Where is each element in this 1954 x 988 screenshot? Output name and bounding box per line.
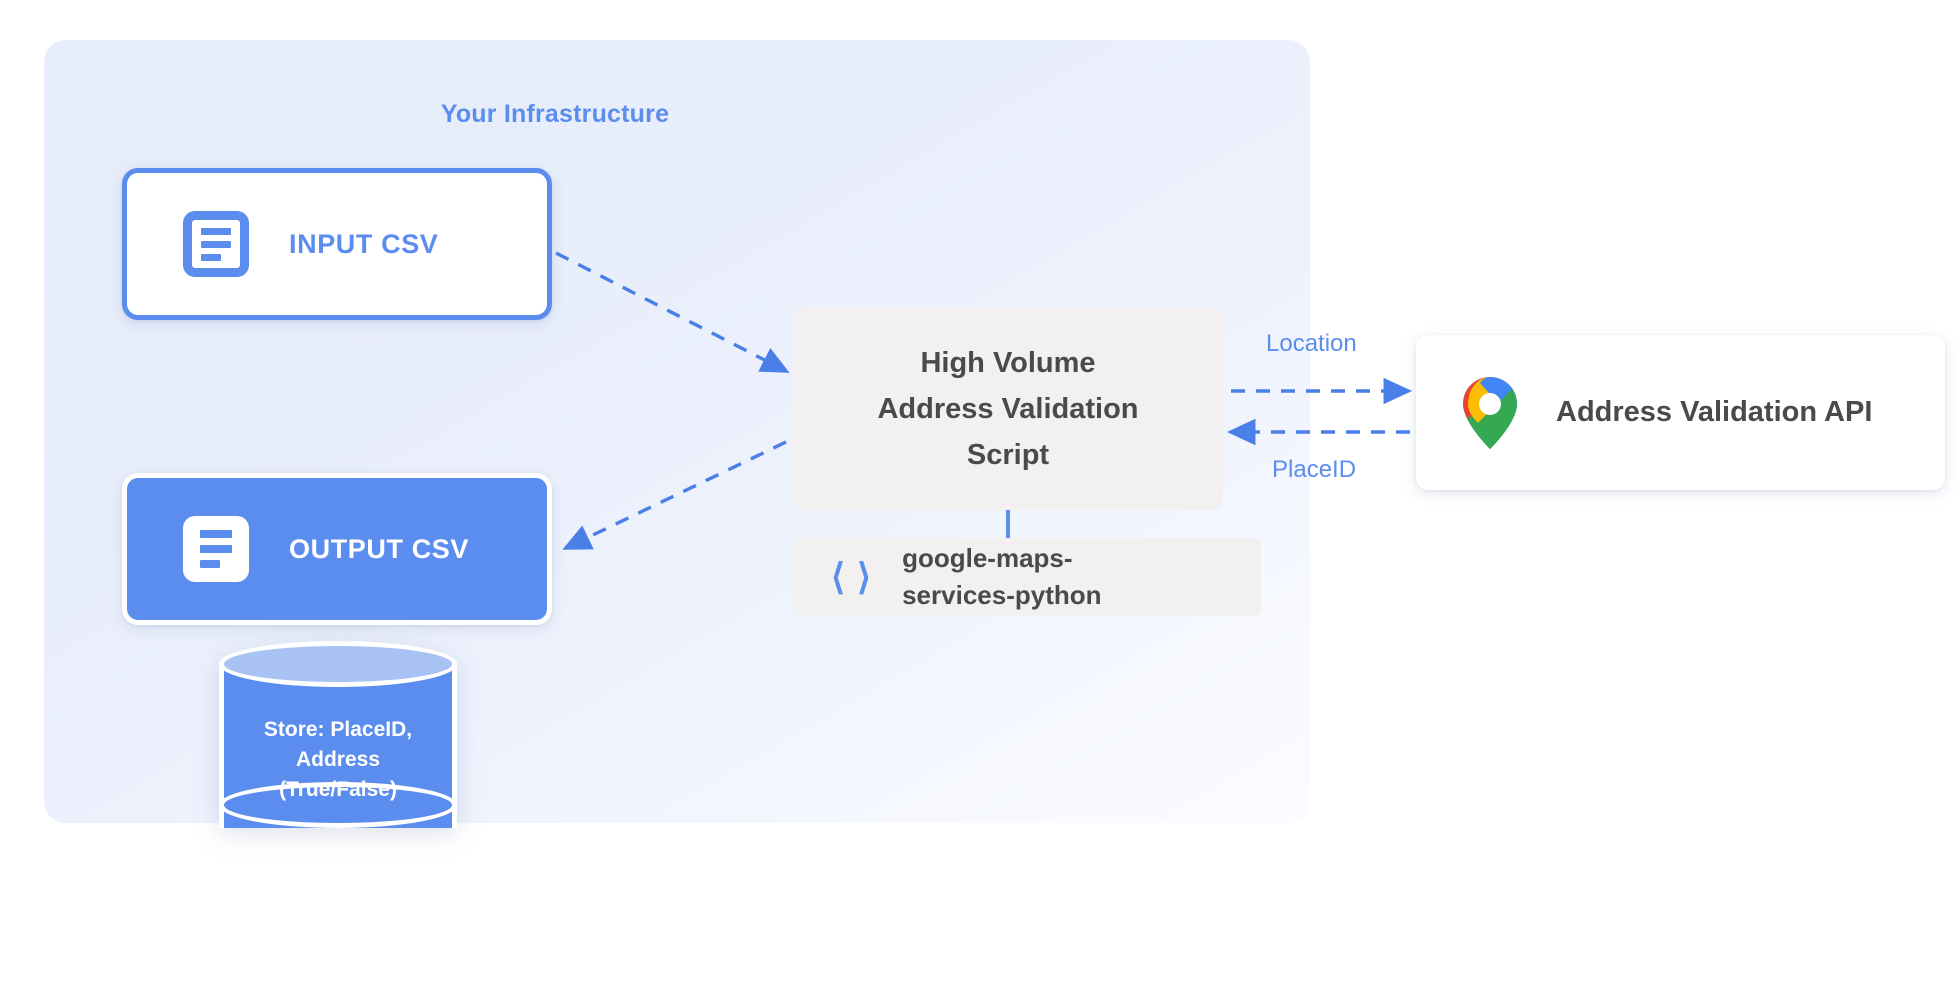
database-label-line3: (True/False) (279, 778, 397, 801)
script-title-line2: Address Validation (877, 392, 1139, 425)
document-icon (183, 516, 249, 582)
script-title-line3: Script (966, 438, 1050, 471)
node-output-csv[interactable]: OUTPUT CSV (122, 473, 552, 625)
input-csv-label: INPUT CSV (289, 228, 439, 259)
node-address-validation-api[interactable]: Address Validation API (1416, 335, 1945, 490)
database-bottom-ellipse (219, 782, 457, 828)
library-label-line1: google-maps- (902, 543, 1073, 573)
database-label: Store: PlaceID, Address (True/False) (219, 715, 457, 805)
node-input-csv[interactable]: INPUT CSV (122, 168, 552, 320)
node-library[interactable]: ⟨ ⟩ google-maps- services-python (793, 538, 1261, 616)
node-script[interactable]: High Volume Address Validation Script (793, 307, 1223, 510)
script-title-line1: High Volume (920, 346, 1096, 379)
output-csv-label: OUTPUT CSV (289, 533, 470, 564)
library-label: google-maps- services-python (902, 540, 1101, 614)
library-label-line2: services-python (902, 580, 1102, 610)
edge-label-location: Location (1266, 330, 1357, 357)
node-database[interactable]: Store: PlaceID, Address (True/False) (219, 641, 457, 851)
api-label: Address Validation API (1556, 396, 1873, 428)
script-library-connector (1006, 510, 1010, 538)
script-title: High Volume Address Validation Script (877, 340, 1138, 478)
edge-label-placeid: PlaceID (1272, 456, 1357, 483)
document-icon (183, 211, 249, 277)
code-brackets-icon: ⟨ ⟩ (831, 556, 873, 597)
database-label-line1: Store: PlaceID, (263, 718, 413, 741)
infrastructure-title: Your Infrastructure (440, 100, 670, 128)
google-maps-pin-icon (1463, 376, 1517, 449)
database-label-line2: Address (295, 748, 381, 771)
database-top-ellipse (219, 641, 457, 687)
